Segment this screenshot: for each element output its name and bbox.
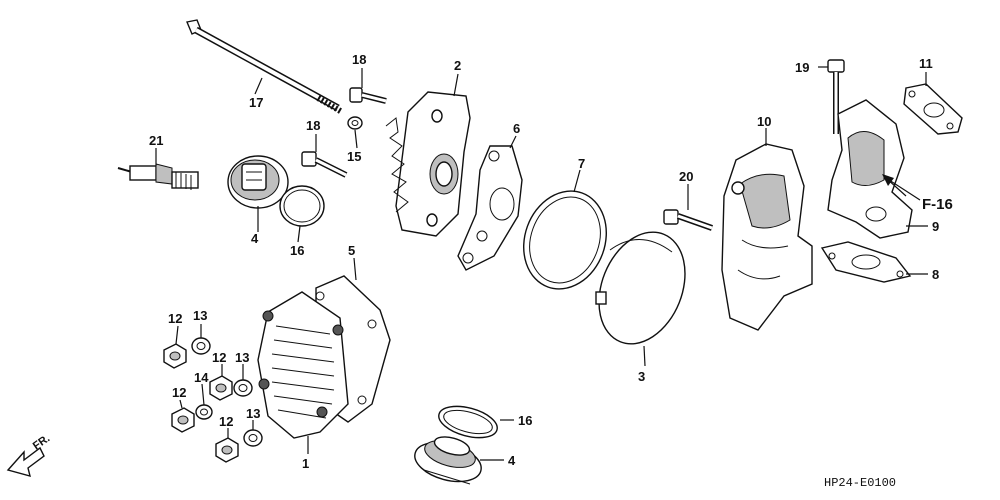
callout-16-lower: 16 bbox=[518, 413, 532, 428]
part-3-cover-disc bbox=[595, 231, 686, 345]
callout-19: 19 bbox=[795, 60, 809, 75]
callout-8: 8 bbox=[932, 267, 939, 282]
part-1-cylinder-head bbox=[257, 291, 349, 439]
callout-15: 15 bbox=[347, 149, 361, 164]
part-2-finned-cover bbox=[385, 91, 471, 237]
part-17-long-bolt bbox=[186, 19, 344, 115]
part-12-nut-a bbox=[163, 343, 187, 369]
direction-label: FR. bbox=[31, 432, 52, 452]
callout-4-upper: 4 bbox=[251, 231, 259, 246]
part-15-washer bbox=[347, 116, 363, 130]
part-4-cap-lower bbox=[414, 436, 482, 485]
callout-10: 10 bbox=[757, 114, 771, 129]
callout-13-a: 13 bbox=[193, 308, 207, 323]
part-7-large-o-ring bbox=[523, 190, 607, 290]
callout-14: 14 bbox=[194, 370, 209, 385]
part-9-elbow-pipe bbox=[827, 99, 913, 239]
callout-12-c: 12 bbox=[172, 385, 186, 400]
part-13-washer-c bbox=[243, 429, 263, 447]
reference-arrow bbox=[882, 174, 907, 197]
callout-12-a: 12 bbox=[168, 311, 182, 326]
reference-label: F-16 bbox=[922, 196, 953, 213]
part-13-washer-b bbox=[233, 379, 253, 397]
callout-12-b: 12 bbox=[212, 350, 226, 365]
part-18-bolt-upper bbox=[349, 87, 387, 104]
part-13-washer-a bbox=[191, 337, 211, 355]
part-12-nut-d bbox=[215, 437, 239, 463]
part-19-bolt bbox=[827, 59, 845, 134]
leader-lines bbox=[155, 66, 928, 461]
part-6-gasket bbox=[457, 145, 523, 271]
callout-18-lower: 18 bbox=[306, 118, 320, 133]
part-14-washer bbox=[195, 404, 213, 420]
diagram-code: HP24-E0100 bbox=[824, 476, 896, 490]
fr-direction-arrow-icon bbox=[6, 446, 45, 477]
part-8-flange-gasket bbox=[820, 241, 912, 283]
callout-5: 5 bbox=[348, 243, 355, 258]
part-16-o-ring-upper bbox=[279, 185, 325, 227]
callout-12-d: 12 bbox=[219, 414, 233, 429]
callout-11: 11 bbox=[919, 56, 933, 71]
part-16-o-ring-lower bbox=[438, 405, 498, 439]
callout-17: 17 bbox=[249, 95, 263, 110]
part-12-nut-c bbox=[171, 407, 195, 433]
callout-6: 6 bbox=[513, 121, 520, 136]
part-4-cap-upper bbox=[227, 155, 289, 209]
part-21-spark-plug bbox=[117, 163, 199, 190]
callout-13-c: 13 bbox=[246, 406, 260, 421]
part-11-small-gasket bbox=[903, 83, 963, 135]
part-10-intake-housing bbox=[721, 143, 813, 331]
callout-7: 7 bbox=[578, 156, 585, 171]
callout-1: 1 bbox=[302, 456, 309, 471]
callout-21: 21 bbox=[149, 133, 163, 148]
part-20-bolt bbox=[663, 209, 713, 231]
part-12-nut-b bbox=[209, 375, 233, 401]
callout-2: 2 bbox=[454, 58, 461, 73]
callout-9: 9 bbox=[932, 219, 939, 234]
callout-16-upper: 16 bbox=[290, 243, 304, 258]
callout-18-upper: 18 bbox=[352, 52, 366, 67]
callout-13-b: 13 bbox=[235, 350, 249, 365]
callout-labels: 17 18 2 21 18 15 6 7 20 10 19 11 F-16 9 … bbox=[31, 52, 953, 490]
callout-20: 20 bbox=[679, 169, 693, 184]
callout-3: 3 bbox=[638, 369, 645, 384]
part-18-bolt-lower bbox=[301, 151, 348, 178]
callout-4-lower: 4 bbox=[508, 453, 516, 468]
